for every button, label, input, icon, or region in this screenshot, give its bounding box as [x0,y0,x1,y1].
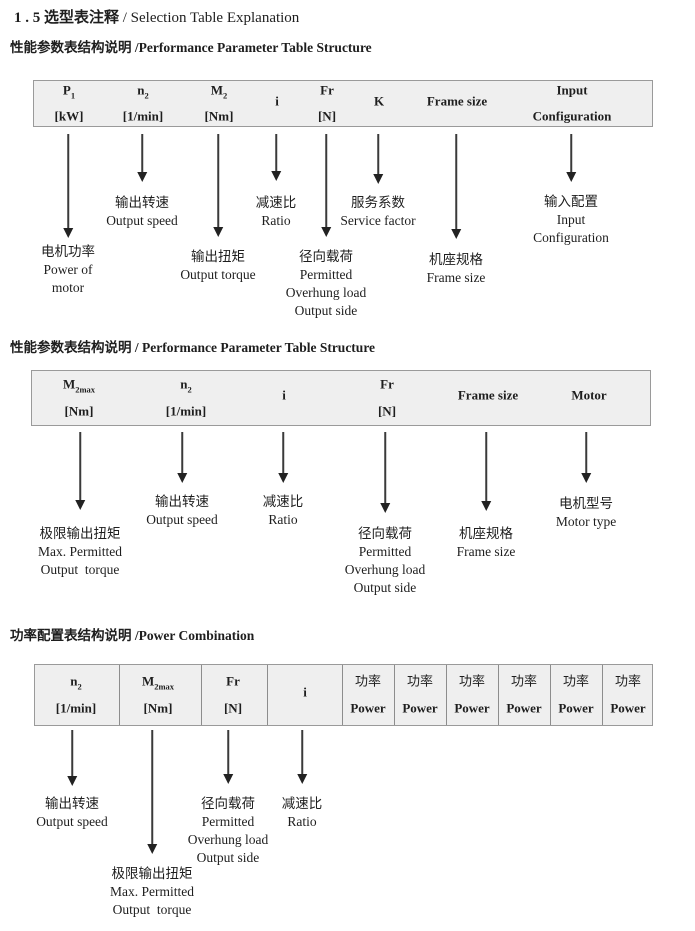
col-header-m2max: M2max[Nm] [62,376,96,419]
callout-motor-type: 电机型号 Motor type [555,496,617,529]
column-divider [550,665,551,725]
page-title-zh: 1 . 5 选型表注释 [14,10,123,26]
col-header-i: i [275,93,279,109]
callout-output-speed: 输出转速 Output speed [36,796,108,829]
callout-overhung-load: 径向载荷 Permitted Overhung load Output side [285,249,367,318]
column-divider [446,665,447,725]
arrow-down-icon [485,432,487,501]
callout-max-output-torque: 极限输出扭矩 Max. Permitted Output torque [110,866,194,917]
callout-overhung-load: 径向载荷 Permitted Overhung load Output side [344,526,426,595]
column-divider [602,665,603,725]
column-divider [201,665,202,725]
arrow-down-icon [71,730,73,776]
arrow-down-icon [377,134,379,174]
col-header-fr: Fr[N] [317,82,337,124]
arrow-down-icon [282,432,284,473]
callout-output-torque: 输出扭矩 Output torque [180,249,256,282]
callout-ratio: 减速比 Ratio [255,195,297,228]
table-performance-parameters-2: M2max[Nm] n2[1/min] i Fr[N] Frame size M… [31,370,651,426]
callout-ratio: 减速比 Ratio [262,494,304,527]
col-header-motor: Motor [571,387,607,403]
arrow-down-icon [181,432,183,473]
col-header-n2: n2[1/min] [122,82,164,124]
arrow-down-icon [325,134,327,227]
callout-frame-size: 机座规格 Frame size [456,526,516,559]
arrow-down-icon [384,432,386,503]
section-1-heading: 性能参数表结构说明 /Performance Parameter Table S… [10,40,372,55]
callout-output-speed: 输出转速 Output speed [146,494,218,527]
arrow-down-icon [151,730,153,844]
callout-overhung-load: 径向载荷 Permitted Overhung load Output side [187,796,269,865]
page-title: 1 . 5 选型表注释 / Selection Table Explanatio… [14,6,299,27]
section-3-heading: 功率配置表结构说明 /Power Combination [10,628,255,643]
column-divider [498,665,499,725]
table-performance-parameters-1: P1[kW] n2[1/min] M2[Nm] i Fr[N] K Frame … [33,80,653,127]
col-header-frame-size: Frame size [457,387,519,403]
col-header-m2max: M2max[Nm] [141,673,175,716]
column-divider [342,665,343,725]
column-divider [394,665,395,725]
col-header-i: i [303,684,307,700]
col-header-n2: n2[1/min] [55,673,97,716]
col-header-fr: Fr[N] [223,673,243,716]
arrow-down-icon [275,134,277,171]
page-title-en: / Selection Table Explanation [122,10,300,26]
callout-service-factor: 服务系数 Service factor [340,195,416,228]
arrow-down-icon [301,730,303,774]
arrow-down-icon [79,432,81,500]
callout-output-speed: 输出转速 Output speed [106,195,178,228]
arrow-down-icon [227,730,229,774]
column-divider [267,665,268,725]
arrow-down-icon [570,134,572,172]
col-header-i: i [282,387,286,403]
col-header-fr: Fr[N] [377,376,397,419]
section-2-heading: 性能参数表结构说明 / Performance Parameter Table … [10,340,376,355]
col-header-n2: n2[1/min] [165,376,207,419]
col-header-p1: P1[kW] [54,82,84,124]
col-header-k: K [373,93,385,109]
arrow-down-icon [217,134,219,227]
arrow-down-icon [67,134,69,228]
arrow-down-icon [141,134,143,172]
callout-power-of-motor: 电机功率 Power of motor [41,244,95,295]
arrow-down-icon [455,134,457,229]
col-header-frame-size: Frame size [426,93,488,109]
callout-ratio: 减速比 Ratio [281,796,323,829]
callout-frame-size: 机座规格 Frame size [426,252,486,285]
column-divider [119,665,120,725]
arrow-down-icon [585,432,587,473]
callout-input-configuration: 输入配置 Input Configuration [533,194,609,245]
col-header-m2: M2[Nm] [204,82,234,124]
callout-max-output-torque: 极限输出扭矩 Max. Permitted Output torque [38,526,122,577]
